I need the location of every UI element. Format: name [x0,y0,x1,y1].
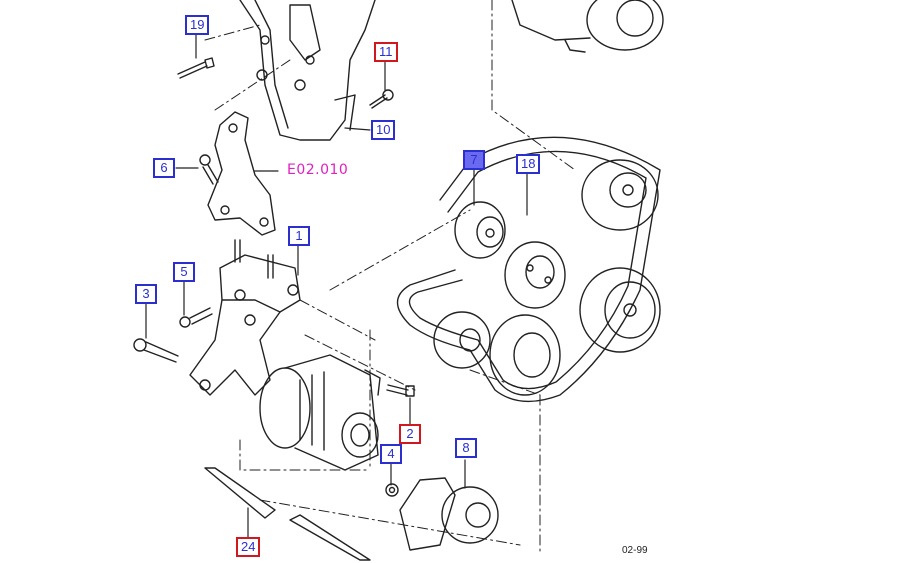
callout-5[interactable]: 5 [173,262,195,282]
right-pulley [579,267,661,353]
bolt-5-drawing [179,307,213,328]
callout-10[interactable]: 10 [371,120,396,140]
callout-18[interactable]: 18 [516,154,541,174]
bolt-6-drawing [199,154,219,185]
dashed-guide-lines [204,0,576,556]
crank-pulley [504,241,566,309]
callout-11[interactable]: 11 [374,42,398,62]
bolt-11-drawing [369,89,394,109]
callout-2[interactable]: 2 [399,424,421,444]
top-pulley [581,159,659,231]
callout-1[interactable]: 1 [288,226,310,246]
idler-pulley [433,311,491,369]
callout-4[interactable]: 4 [380,444,402,464]
callout-19[interactable]: 19 [185,15,210,35]
tensioner-assembly-8 [399,477,499,551]
callout-3[interactable]: 3 [135,284,157,304]
bolt-2-drawing [386,384,415,397]
lower-pulley [489,314,561,396]
compressor-drawing [511,0,664,53]
strap-24-drawing [204,467,371,561]
alternator-drawing [259,354,381,471]
callout-7[interactable]: 7 [463,150,485,170]
nut-4-drawing [385,483,399,497]
callout-6[interactable]: 6 [153,158,175,178]
bolt-3-drawing [133,338,179,363]
bolt-19-drawing [177,57,215,79]
drive-belt-drawing [396,136,661,403]
leader-lines [145,34,528,538]
callout-24[interactable]: 24 [236,537,261,557]
reference-code-link[interactable]: E02.010 [287,162,349,178]
small-bracket-plate [207,111,276,236]
alternator-bracket [189,239,301,396]
mounting-bracket [239,0,376,141]
date-code: 02-99 [622,545,648,556]
tensioner-pulley-7 [454,201,506,259]
callout-8[interactable]: 8 [455,438,477,458]
